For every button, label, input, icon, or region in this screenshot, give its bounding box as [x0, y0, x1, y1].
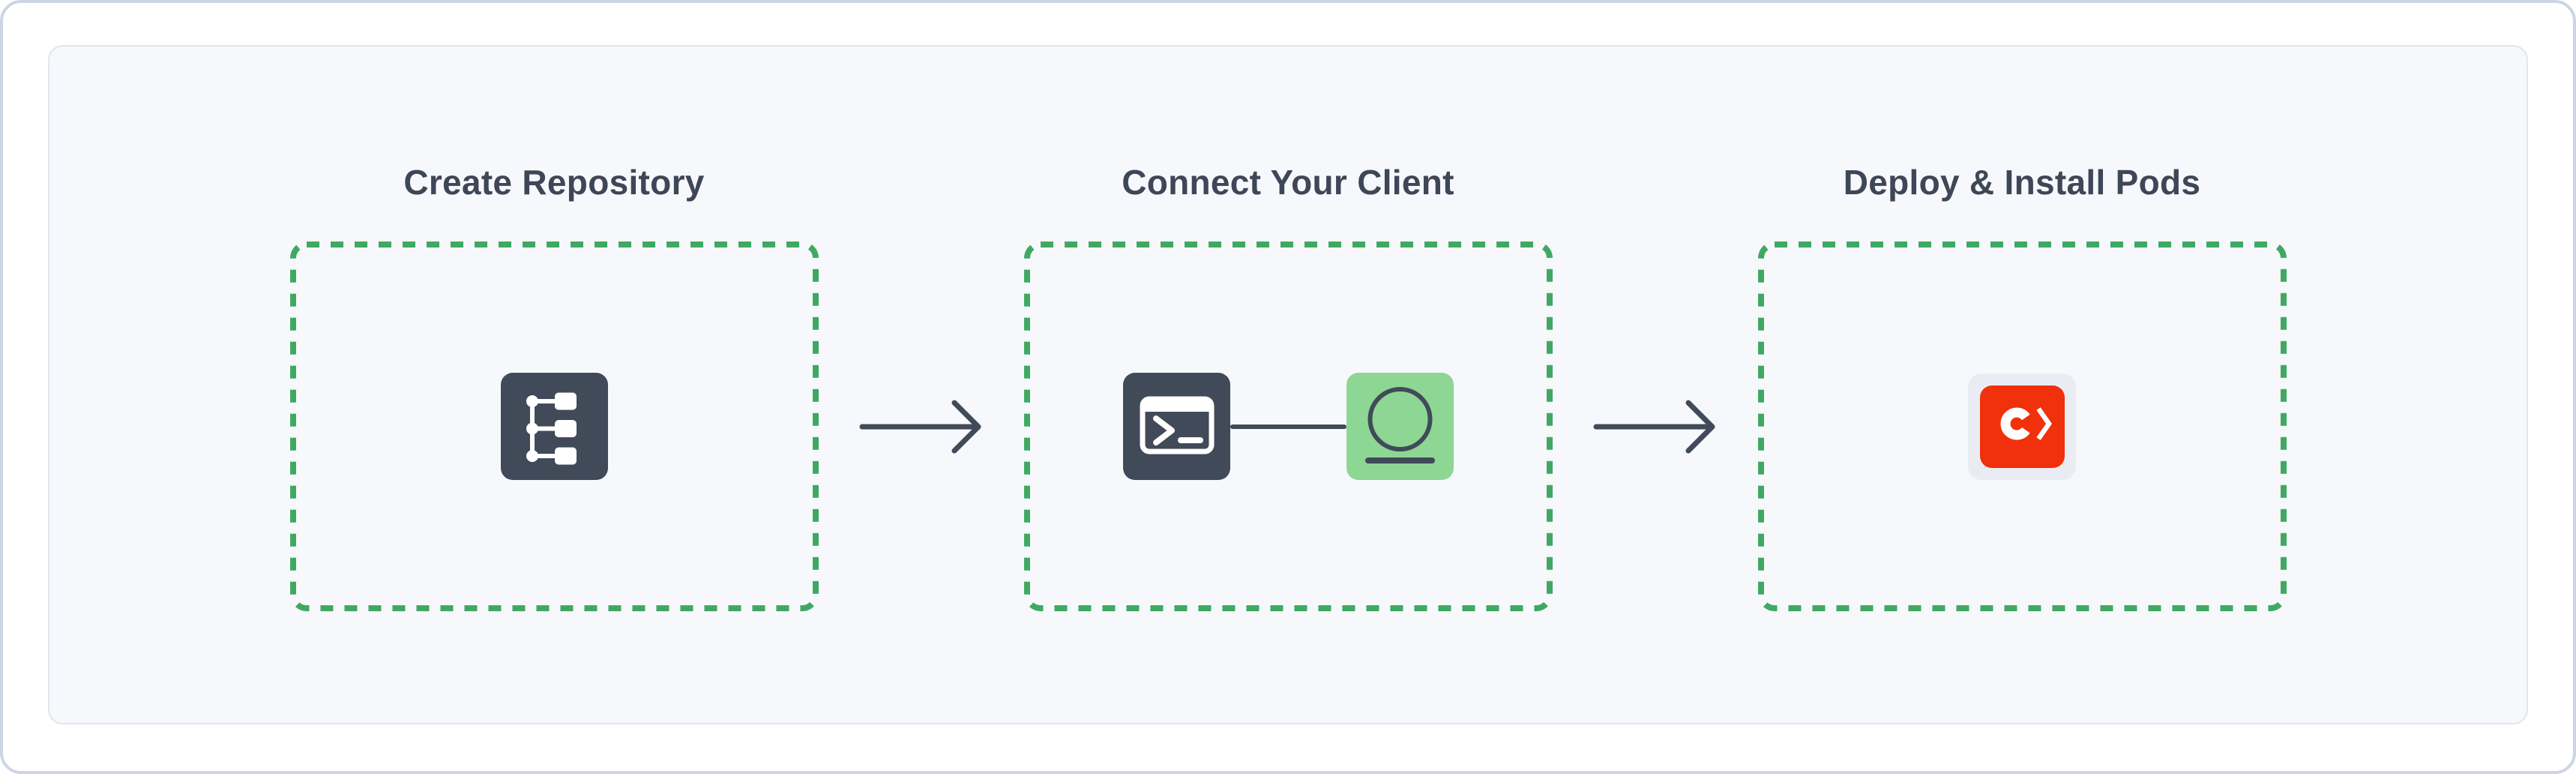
dropzone-create-repository [289, 242, 819, 611]
terminal-client-connector [1230, 424, 1346, 429]
cocoapods-icon [2000, 406, 2052, 440]
arrow-right-icon [1593, 400, 1715, 454]
terminal-tile [1122, 373, 1230, 480]
connector-arrow-1 [819, 382, 1024, 472]
arrow-right-icon [859, 400, 981, 454]
dropzone-deploy-pods [1757, 242, 2287, 611]
terminal-icon [1140, 396, 1214, 454]
client-display-icon [1364, 387, 1435, 464]
connector-arrow-2 [1553, 382, 1758, 472]
terminal-client-pair [1122, 373, 1454, 480]
dashed-border [1023, 242, 1553, 611]
pods-tile [1979, 385, 2065, 468]
step-create-repository: Create Repository [289, 160, 819, 611]
step-connect-client: Connect Your Client [1023, 160, 1553, 611]
pods-card [1968, 373, 2076, 480]
step-title: Create Repository [403, 163, 705, 202]
repository-tree-icon [526, 392, 577, 465]
dashed-border [1757, 242, 2287, 611]
repository-tile [500, 373, 608, 480]
step-title: Deploy & Install Pods [1843, 163, 2201, 202]
steps-row: Create Repository [289, 160, 2287, 611]
onboarding-panel: Create Repository [48, 45, 2528, 724]
dashed-border [289, 242, 819, 611]
dropzone-connect-client [1023, 242, 1553, 611]
step-title: Connect Your Client [1122, 163, 1454, 202]
step-deploy-pods: Deploy & Install Pods [1757, 160, 2287, 611]
client-tile [1346, 373, 1454, 480]
